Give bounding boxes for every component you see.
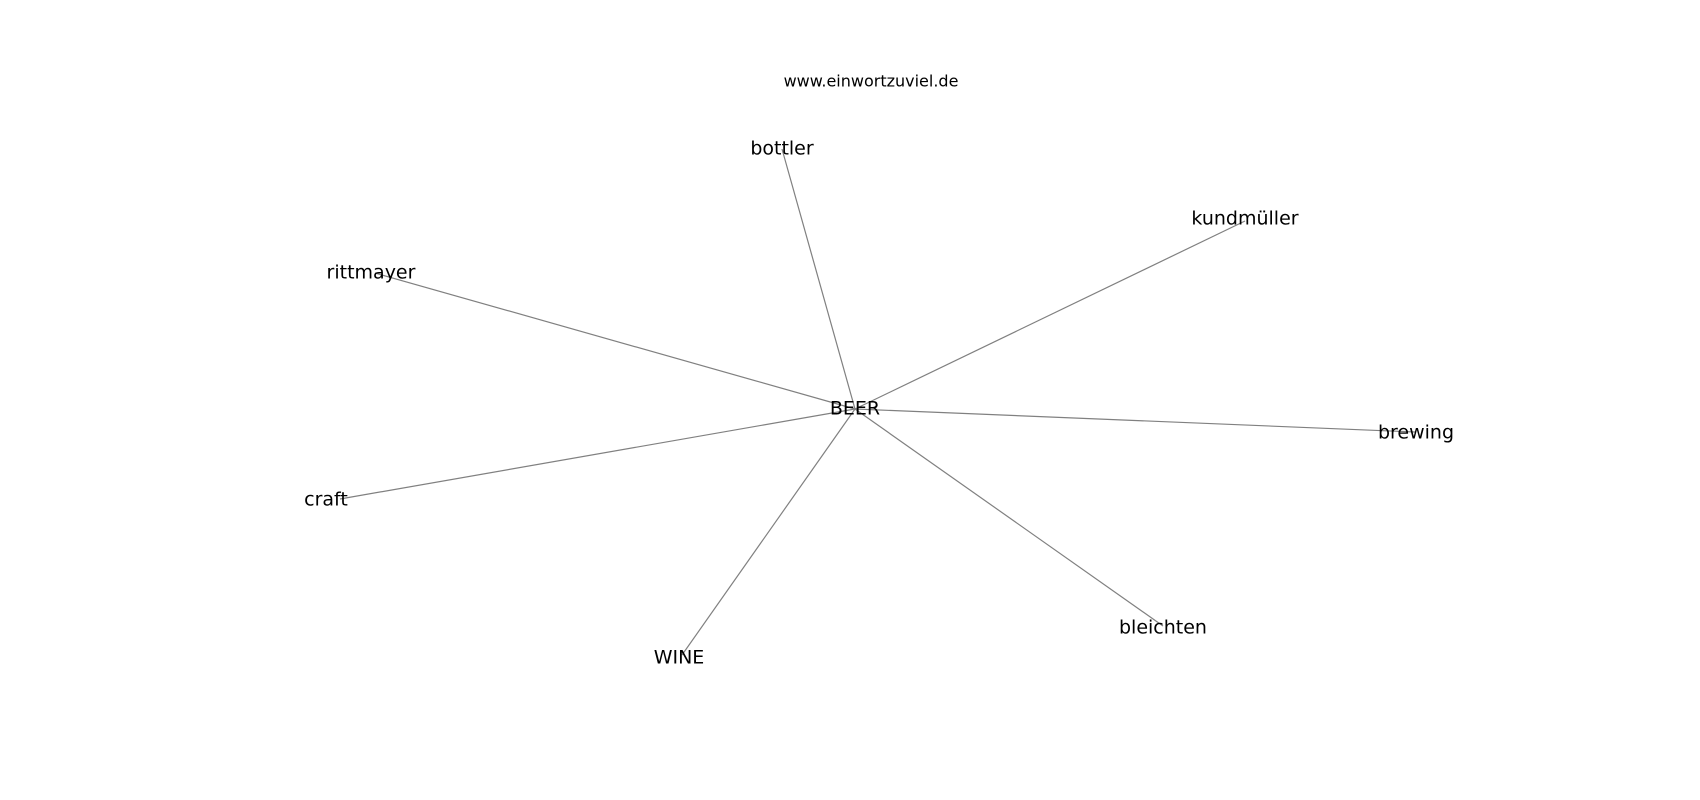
edge-craft <box>339 408 856 500</box>
edge-wine <box>681 408 856 656</box>
edge-kundmuller <box>854 220 1246 410</box>
edge-rittmayer <box>374 272 856 410</box>
edge-brewing <box>854 408 1416 433</box>
node-brewing: brewing <box>1378 422 1454 444</box>
node-kundmuller: kundmüller <box>1191 208 1298 230</box>
node-craft: craft <box>304 489 348 511</box>
edge-bleichten <box>854 408 1164 627</box>
node-rittmayer: rittmayer <box>327 262 416 284</box>
node-bottler: bottler <box>750 138 814 160</box>
site-url: www.einwortzuviel.de <box>784 72 959 91</box>
edges <box>339 148 1416 656</box>
node-wine: WINE <box>654 647 705 669</box>
node-center: BEER <box>830 398 880 420</box>
nodes: BEER bottler kundmüller rittmayer brewin… <box>304 138 1454 669</box>
edge-bottler <box>781 148 856 410</box>
node-bleichten: bleichten <box>1119 617 1207 639</box>
